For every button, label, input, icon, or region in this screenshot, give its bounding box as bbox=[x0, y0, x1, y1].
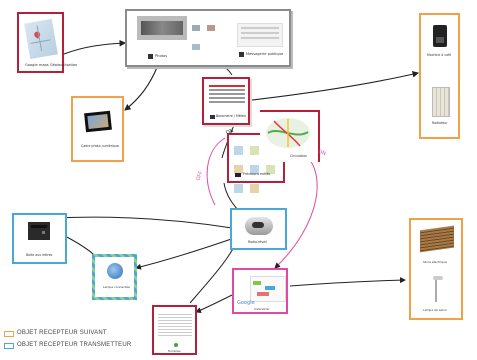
coffee-caption: Machine à café bbox=[427, 53, 452, 57]
calendar-card[interactable]: Google Calendrier bbox=[232, 268, 288, 314]
legend: OBJET RECEPTEUR SUIVANT OBJET RECEPTEUR … bbox=[4, 330, 204, 357]
photos-caption: Photos bbox=[155, 54, 168, 58]
lamp-device-icon bbox=[107, 263, 123, 279]
line-weather-to-traffic bbox=[221, 124, 235, 159]
photos-page-card[interactable]: Photos Messagerie publique bbox=[125, 9, 291, 67]
traffic-roads-icon bbox=[267, 119, 309, 147]
schedule-icon bbox=[174, 343, 178, 347]
maps-caption: Google maps Géolocalisation bbox=[25, 63, 78, 67]
floor-lamp-icon bbox=[435, 278, 437, 302]
traffic-map bbox=[266, 118, 310, 148]
arrow-calendar-to-schedule bbox=[195, 294, 233, 314]
radiator-caption: Radiateur bbox=[432, 121, 448, 125]
weather-card[interactable]: Barometre / Météo bbox=[202, 77, 250, 125]
arrow-mailbox-to-lamp bbox=[64, 235, 98, 259]
photo-frame-icon bbox=[84, 110, 112, 133]
mailbox-icon bbox=[28, 222, 50, 240]
legend-receiver-swatch bbox=[4, 331, 14, 337]
arrow-photos-to-frame bbox=[124, 64, 159, 111]
calendar-caption: Calendrier bbox=[254, 307, 270, 311]
weather-table bbox=[209, 83, 245, 107]
arrow-calendar-to-blinds bbox=[289, 277, 406, 287]
pink-curve-off bbox=[206, 137, 226, 206]
speaker-card[interactable]: Radio-réveil bbox=[230, 208, 287, 250]
mailbox-caption: Boîte aux lettres bbox=[26, 253, 53, 257]
floor-lamp-head-icon bbox=[433, 276, 443, 280]
weather-caption: Barometre / Météo bbox=[216, 114, 246, 118]
schedule-table bbox=[158, 312, 192, 338]
google-logo: Google bbox=[237, 300, 255, 306]
forecast-brand-icon bbox=[235, 173, 241, 177]
blinds-icon bbox=[420, 225, 454, 253]
arrow-schedule-to-speaker bbox=[189, 242, 237, 304]
legend-transmitter-swatch bbox=[4, 343, 14, 349]
legend-receiver-text: OBJET RECEPTEUR SUIVANT bbox=[17, 330, 107, 336]
arrow-speaker-to-lamp bbox=[135, 235, 241, 270]
arrow-weather-to-coffee bbox=[251, 71, 420, 101]
photos-tiles bbox=[191, 17, 221, 50]
photos-icon bbox=[148, 54, 153, 59]
coffee-machine-icon bbox=[433, 25, 447, 47]
photo-frame-caption: Cadre photo numérique bbox=[81, 144, 119, 148]
traffic-map-card[interactable]: Circulation bbox=[260, 110, 320, 162]
floor-lamp-caption: Lampe de salon bbox=[423, 308, 447, 312]
messaging-caption: Messagerie publique bbox=[246, 52, 284, 56]
arrow-speaker-to-mailbox bbox=[54, 216, 233, 229]
traffic-map-caption: Circulation bbox=[290, 154, 308, 158]
maps-card[interactable]: Google maps Géolocalisation bbox=[17, 12, 77, 73]
blinds-caption: Store électrique bbox=[423, 260, 447, 264]
blinds-lamp-card[interactable]: Store électrique Lampe de salon bbox=[409, 218, 463, 320]
messaging-icon bbox=[239, 52, 244, 57]
map-thumbnail bbox=[24, 18, 58, 60]
legend-transmitter-text: OBJET RECEPTEUR TRANSMETTEUR bbox=[17, 342, 132, 348]
lamp-device-card[interactable]: Lampe connectée bbox=[92, 254, 137, 300]
mailbox-card[interactable]: Boîte aux lettres bbox=[12, 213, 67, 264]
speaker-icon bbox=[245, 217, 273, 235]
schedule-caption: Horaires bbox=[168, 349, 181, 353]
speaker-caption: Radio-réveil bbox=[248, 240, 267, 244]
lamp-device-caption: Lampe connectée bbox=[103, 285, 130, 289]
coffee-radiator-card[interactable]: Machine à café Radiateur bbox=[419, 13, 460, 139]
calendar-grid bbox=[250, 276, 286, 302]
radiator-icon bbox=[432, 87, 450, 117]
schedule-card[interactable]: Horaires bbox=[152, 305, 197, 355]
messaging-screenshot bbox=[237, 23, 283, 47]
photos-screenshot bbox=[137, 16, 187, 40]
arrow-maps-to-photos bbox=[63, 39, 127, 55]
photo-frame-card[interactable]: Cadre photo numérique bbox=[71, 96, 124, 162]
weather-brand-icon bbox=[210, 115, 215, 119]
forecast-caption: Prévisions météo bbox=[243, 172, 271, 176]
